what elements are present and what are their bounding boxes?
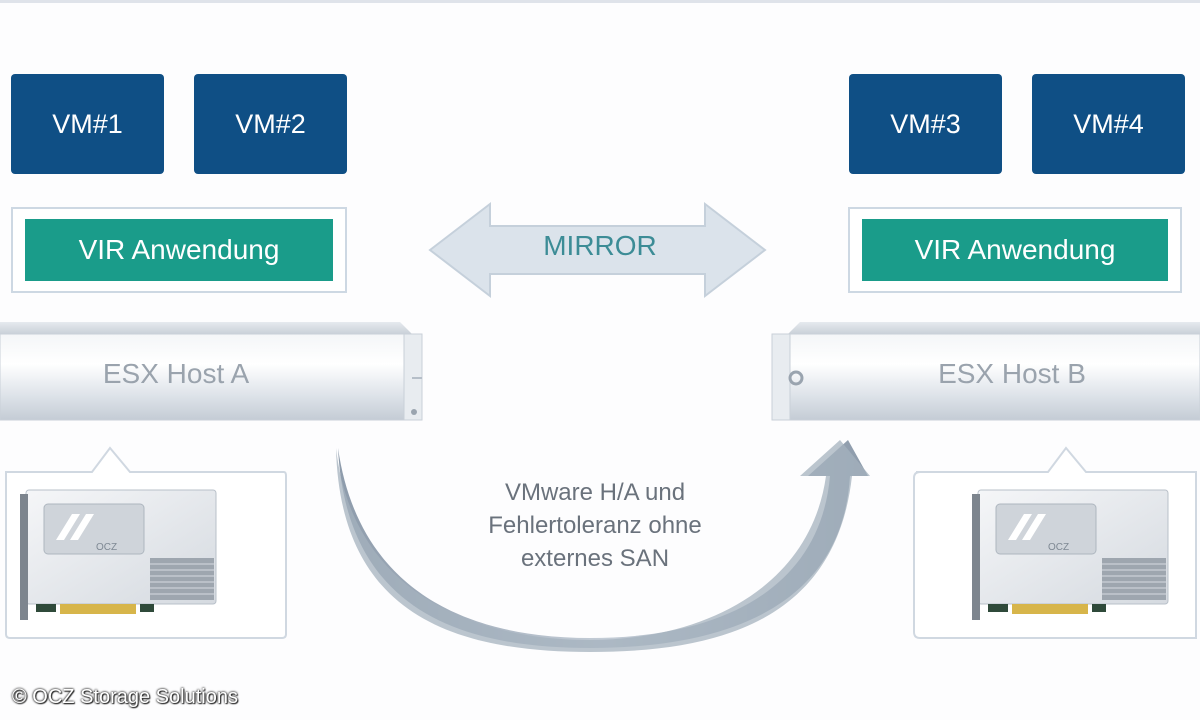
vir-left-frame: VIR Anwendung <box>11 207 347 293</box>
vm-3-box: VM#3 <box>849 74 1002 174</box>
left-card-callout <box>5 446 287 639</box>
ha-description: VMware H/A und Fehlertoleranz ohne exter… <box>440 476 750 575</box>
vir-right-label: VIR Anwendung <box>914 234 1116 265</box>
vir-left-box: VIR Anwendung <box>25 219 333 281</box>
vir-right-box: VIR Anwendung <box>862 219 1168 281</box>
host-b-label: ESX Host B <box>938 358 1086 389</box>
esx-host-a <box>0 322 423 421</box>
vm-1-box: VM#1 <box>11 74 164 174</box>
copyright-caption: © OCZ Storage Solutions <box>12 686 238 708</box>
host-a-label: ESX Host A <box>102 358 250 389</box>
right-card-callout <box>913 446 1197 639</box>
vir-left-label: VIR Anwendung <box>78 234 280 265</box>
vm-4-box: VM#4 <box>1032 74 1185 174</box>
vm-3-label: VM#3 <box>890 108 961 139</box>
left-ssd-card-icon <box>20 489 217 620</box>
ha-line-1: VMware H/A und <box>504 479 686 506</box>
vm-4-label: VM#4 <box>1073 108 1144 139</box>
right-card-brand: OCZ <box>1048 542 1069 553</box>
vm-1-label: VM#1 <box>52 108 123 139</box>
mirror-label: MIRROR <box>543 230 657 261</box>
esx-host-b <box>771 322 1200 421</box>
right-ssd-card-icon <box>972 489 1169 620</box>
vm-2-label: VM#2 <box>235 108 306 139</box>
left-card-brand: OCZ <box>96 542 117 553</box>
vm-2-box: VM#2 <box>194 74 347 174</box>
ha-line-2: Fehlertoleranz ohne <box>488 512 702 539</box>
ha-line-3: externes SAN <box>520 545 670 572</box>
top-border <box>0 0 1200 3</box>
mirror-arrow <box>428 201 767 299</box>
vir-right-frame: VIR Anwendung <box>848 207 1182 293</box>
